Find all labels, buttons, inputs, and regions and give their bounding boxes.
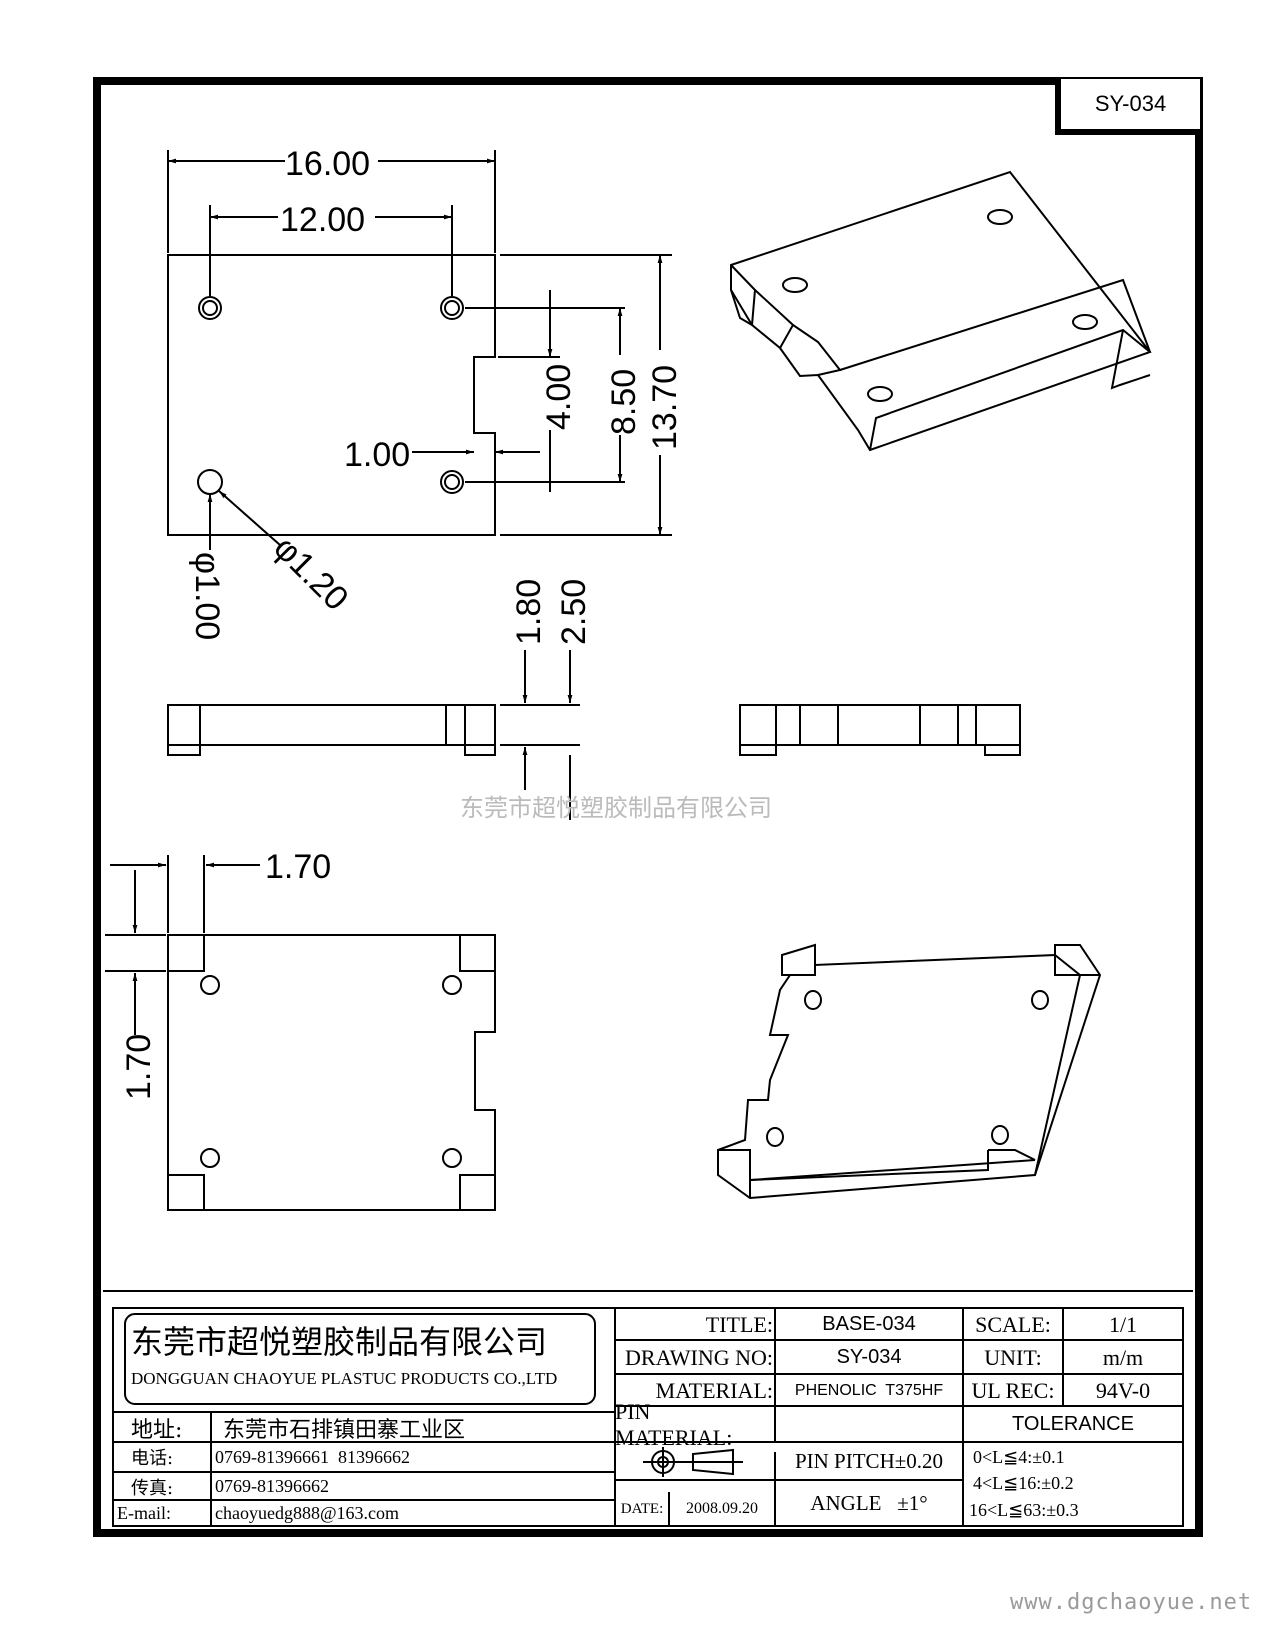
tolerance-1: 0<L≦4:±0.1 (973, 1446, 1065, 1467)
date-value: 2008.09.20 (686, 1500, 758, 1517)
pin-pitch: PIN PITCH±0.20 (794, 1449, 944, 1473)
projection-symbol (643, 1447, 743, 1477)
watermark: 东莞市超悦塑胶制品有限公司 (460, 794, 772, 822)
dim-hole-dia-outer: φ1.20 (266, 529, 355, 618)
scale-value: 1/1 (1108, 1311, 1138, 1337)
drawing-code: SY-034 (1094, 91, 1167, 116)
bottom-view (105, 855, 496, 1211)
dim-hole-spacing-y: 8.50 (605, 369, 643, 435)
date-label: DATE: (620, 1500, 664, 1517)
dim-corner-x: 1.70 (265, 848, 331, 886)
top-view (167, 150, 672, 550)
tolerance-2: 4<L≦16:±0.2 (973, 1472, 1074, 1493)
drawing-no-label: DRAWING NO: (625, 1344, 773, 1370)
scale-label: SCALE: (975, 1311, 1051, 1337)
dim-top-width: 16.00 (285, 145, 370, 183)
title-label: TITLE: (705, 1311, 773, 1337)
fax: 0769-81396662 (215, 1476, 329, 1496)
fax-label: 传真: (131, 1477, 174, 1499)
dim-overall-height: 13.70 (646, 365, 684, 450)
phone: 0769-81396661 81396662 (215, 1446, 410, 1467)
title-block: 东莞市超悦塑胶制品有限公司 DONGGUAN CHAOYUE PLASTUC P… (103, 1290, 1193, 1534)
title-block-grid (112, 1307, 1184, 1527)
dim-corner-y: 1.70 (120, 1034, 158, 1100)
ul-value: 94V-0 (1095, 1377, 1151, 1403)
side-view (167, 650, 580, 820)
dim-slot-offset: 1.00 (344, 436, 410, 474)
address-label: 地址: (131, 1418, 183, 1443)
tolerance-3: 16<L≦63:±0.3 (969, 1499, 1079, 1520)
phone-label: 电话: (131, 1448, 174, 1469)
material-value: PHENOLIC T375HF (794, 1381, 944, 1399)
email: chaoyuedg888@163.com (215, 1503, 400, 1523)
tolerance-label: TOLERANCE (1012, 1413, 1134, 1435)
dim-thickness-inner: 1.80 (510, 579, 548, 645)
pin-material-label: PIN MATERIAL: (615, 1398, 733, 1450)
unit-value: m/m (1102, 1344, 1144, 1370)
website-url: www.dgchaoyue.net (1010, 1590, 1253, 1615)
company-name-en: DONGGUAN CHAOYUE PLASTUC PRODUCTS CO.,LT… (131, 1369, 558, 1388)
unit-label: UNIT: (984, 1344, 1042, 1370)
title-value: BASE-034 (822, 1313, 916, 1335)
drawing-no-value: SY-034 (836, 1346, 902, 1368)
angle-tolerance: ANGLE ±1° (810, 1491, 928, 1515)
dim-hole-spacing-x: 12.00 (280, 201, 365, 239)
dim-thickness-outer: 2.50 (555, 579, 593, 645)
ul-label: UL REC: (971, 1377, 1055, 1403)
drawing-code-box: SY-034 (1055, 79, 1200, 135)
company-name-cn: 东莞市超悦塑胶制品有限公司 (131, 1323, 548, 1361)
iso-top-view (730, 170, 1152, 452)
pin-material-value (775, 1407, 963, 1442)
email-label: E-mail: (117, 1503, 171, 1523)
address: 东莞市石排镇田寨工业区 (223, 1418, 466, 1443)
dim-slot-depth: 4.00 (540, 364, 578, 430)
dim-hole-dia: φ1.00 (188, 552, 226, 640)
end-view (739, 704, 1021, 756)
material-label: MATERIAL: (655, 1377, 773, 1403)
iso-bottom-view (717, 943, 1102, 1200)
drawing-frame (93, 77, 1203, 1537)
